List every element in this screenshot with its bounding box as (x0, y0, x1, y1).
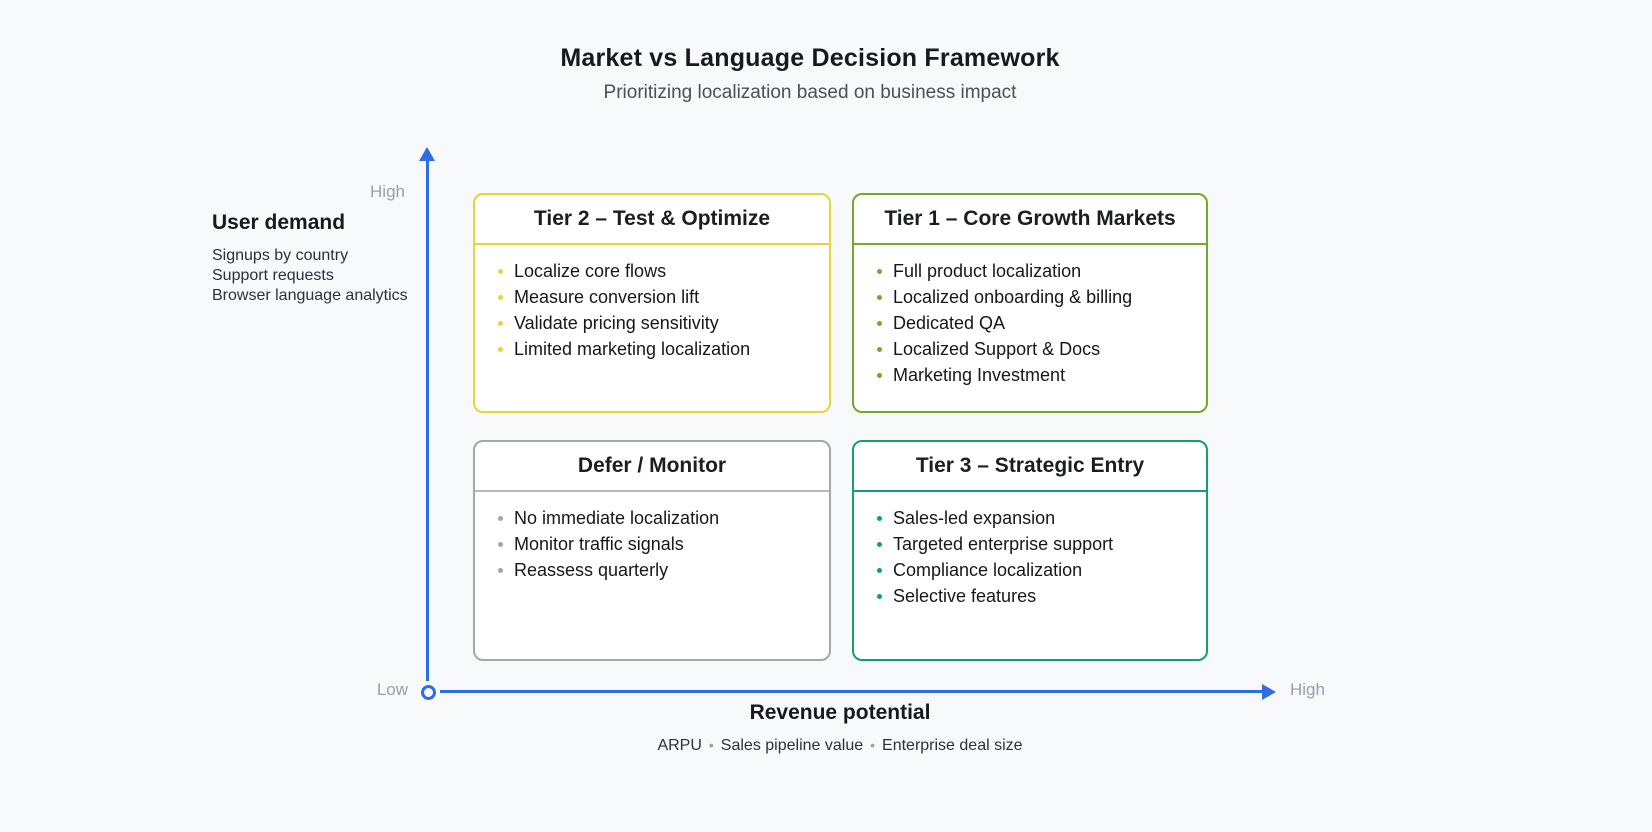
x-axis-signal: Enterprise deal size (882, 737, 1023, 754)
quadrant-item-label: Limited marketing localization (514, 338, 751, 359)
x-axis-signal: Sales pipeline value (720, 737, 864, 754)
quadrant-item-label: Localized onboarding & billing (893, 286, 1133, 307)
bullet-dot-icon (498, 346, 503, 352)
bullet-dot-icon (498, 320, 503, 326)
arrow-right-icon (1262, 683, 1276, 700)
quadrant-item: No immediate localization (498, 505, 815, 531)
quadrant-item: Compliance localization (877, 557, 1192, 583)
x-axis-low-label: Low (376, 680, 408, 699)
bullet-dot-icon (498, 268, 503, 274)
x-axis-title: Revenue potential (749, 701, 931, 724)
page-title: Market vs Language Decision Framework (560, 44, 1060, 72)
quadrant-item: Targeted enterprise support (877, 531, 1192, 557)
bullet-dot-icon (877, 593, 882, 599)
quadrant-item-label: Marketing Investment (893, 364, 1066, 385)
bullet-dot-icon (877, 567, 882, 573)
quadrant-item-label: Selective features (893, 585, 1037, 606)
quadrant-tier3-strategic-entry: Tier 3 – Strategic Entry Sales-led expan… (852, 440, 1208, 661)
bullet-dot-icon (877, 320, 882, 326)
quadrant-item-list: No immediate localization Monitor traffi… (475, 492, 829, 583)
bullet-dot-icon (877, 541, 882, 547)
x-axis-signal: ARPU (657, 737, 702, 754)
y-axis-signals: Signups by country Support requests Brow… (212, 246, 408, 306)
quadrant-item: Validate pricing sensitivity (498, 310, 815, 336)
origin-point-icon (421, 685, 436, 700)
x-axis-high-label: High (1290, 680, 1325, 699)
y-axis-caption: User demand Signups by country Support r… (212, 211, 408, 306)
quadrant-item: Sales-led expansion (877, 505, 1192, 531)
bullet-dot-icon (877, 294, 882, 300)
quadrant-item-list: Localize core flows Measure conversion l… (475, 245, 829, 362)
quadrant-item-label: Localized Support & Docs (893, 338, 1101, 359)
y-axis-signal: Browser language analytics (212, 287, 408, 304)
bullet-dot-icon (498, 294, 503, 300)
y-axis-title: User demand (212, 211, 346, 234)
quadrant-item: Selective features (877, 583, 1192, 609)
bullet-dot-icon (498, 541, 503, 547)
quadrant-item-label: Compliance localization (893, 559, 1083, 580)
quadrant-title: Tier 1 – Core Growth Markets (854, 195, 1206, 245)
quadrant-title: Defer / Monitor (475, 442, 829, 492)
quadrant-item: Limited marketing localization (498, 336, 815, 362)
quadrant-item-label: Targeted enterprise support (893, 533, 1114, 554)
quadrant-item: Localize core flows (498, 258, 815, 284)
y-axis-signal: Support requests (212, 267, 334, 284)
quadrant-item-label: Reassess quarterly (514, 559, 669, 580)
bullet-dot-icon (877, 372, 882, 378)
quadrant-tier1-core-growth: Tier 1 – Core Growth Markets Full produc… (852, 193, 1208, 413)
page-subtitle: Prioritizing localization based on busin… (603, 82, 1017, 103)
quadrant-item: Monitor traffic signals (498, 531, 815, 557)
quadrant-item-list: Full product localization Localized onbo… (854, 245, 1206, 388)
bullet-dot-icon (498, 567, 503, 573)
quadrant-item-label: Full product localization (893, 260, 1082, 281)
quadrant-item-label: Dedicated QA (893, 312, 1006, 333)
quadrant-title: Tier 3 – Strategic Entry (854, 442, 1206, 492)
quadrant-item: Localized Support & Docs (877, 336, 1192, 362)
bullet-dot-icon (877, 268, 882, 274)
x-axis-signals: ARPU • Sales pipeline value • Enterprise dea… (540, 737, 1140, 755)
quadrant-item: Marketing Investment (877, 362, 1192, 388)
quadrant-item-label: Localize core flows (514, 260, 667, 281)
quadrant-item-label: Measure conversion lift (514, 286, 700, 307)
bullet-dot-icon (498, 515, 503, 521)
quadrant-tier2-test-optimize: Tier 2 – Test & Optimize Localize core f… (473, 193, 831, 413)
x-axis-caption: Revenue potential ARPU • Sales pipeline va… (540, 701, 1140, 755)
quadrant-item: Reassess quarterly (498, 557, 815, 583)
y-axis-signal: Signups by country (212, 247, 349, 264)
dot-separator-icon: • (870, 737, 876, 753)
quadrant-item: Localized onboarding & billing (877, 284, 1192, 310)
quadrant-item-label: Sales-led expansion (893, 507, 1056, 528)
quadrant-title: Tier 2 – Test & Optimize (475, 195, 829, 245)
bullet-dot-icon (877, 515, 882, 521)
x-axis-line (440, 690, 1262, 693)
quadrant-defer-monitor: Defer / Monitor No immediate localizatio… (473, 440, 831, 661)
dot-separator-icon: • (708, 737, 714, 753)
diagram-header: Market vs Language Decision Framework Pr… (0, 44, 1620, 104)
y-axis-line (426, 160, 429, 681)
quadrant-item: Measure conversion lift (498, 284, 815, 310)
quadrant-item: Dedicated QA (877, 310, 1192, 336)
quadrant-item-list: Sales-led expansion Targeted enterprise … (854, 492, 1206, 609)
quadrant-item: Full product localization (877, 258, 1192, 284)
quadrant-item-label: No immediate localization (514, 507, 720, 528)
arrow-up-icon (419, 147, 435, 161)
quadrant-item-label: Monitor traffic signals (514, 533, 684, 554)
bullet-dot-icon (877, 346, 882, 352)
y-axis-high-label: High (370, 182, 405, 201)
quadrant-item-label: Validate pricing sensitivity (514, 312, 719, 333)
